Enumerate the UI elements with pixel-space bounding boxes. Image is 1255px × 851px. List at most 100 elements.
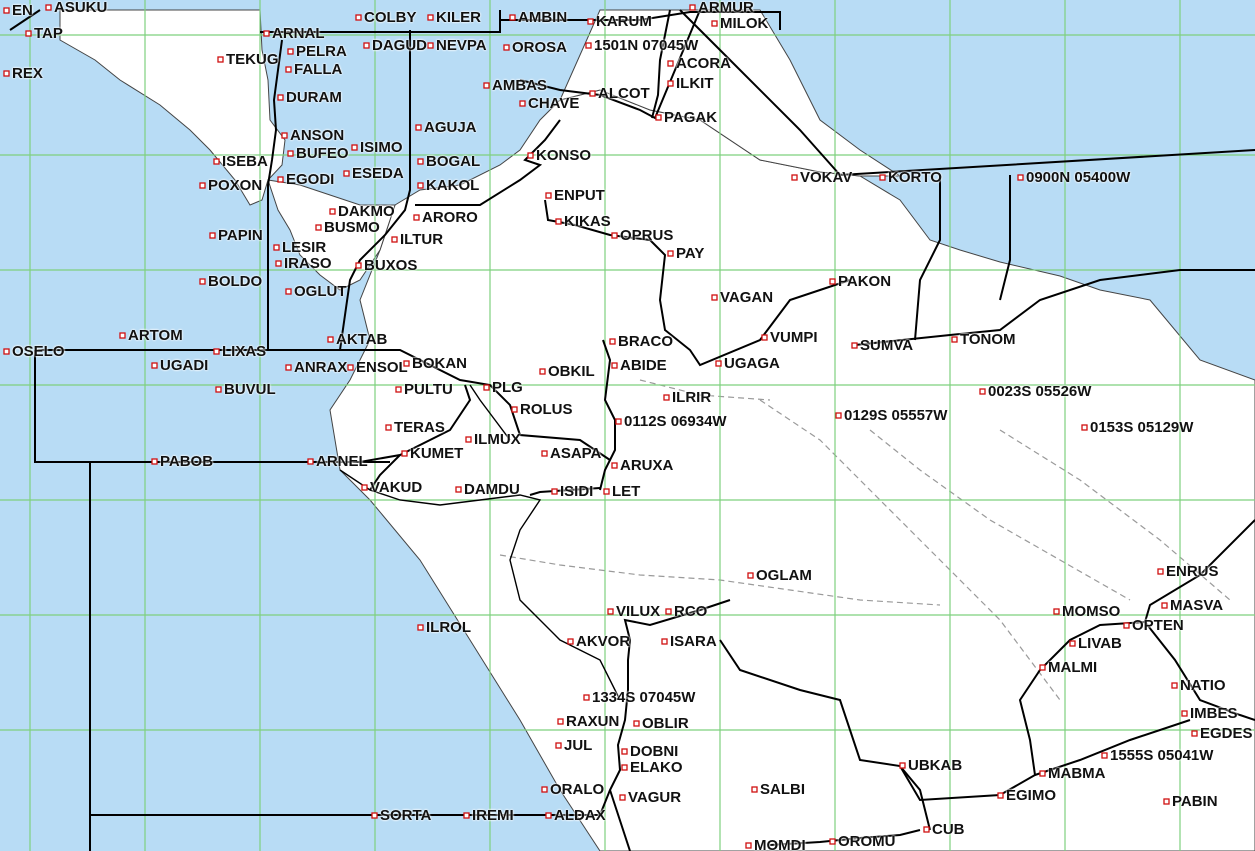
waypoint-label[interactable]: REX bbox=[12, 65, 43, 82]
waypoint-label[interactable]: JUL bbox=[564, 737, 593, 754]
waypoint-marker-icon[interactable] bbox=[829, 278, 836, 285]
waypoint-label[interactable]: ABIDE bbox=[620, 357, 667, 374]
waypoint-marker-icon[interactable] bbox=[483, 384, 490, 391]
waypoint-marker-icon[interactable] bbox=[689, 4, 696, 11]
waypoint-marker-icon[interactable] bbox=[607, 608, 614, 615]
waypoint-marker-icon[interactable] bbox=[455, 486, 462, 493]
waypoint-label[interactable]: EGODI bbox=[286, 171, 335, 188]
waypoint-marker-icon[interactable] bbox=[395, 386, 402, 393]
waypoint-marker-icon[interactable] bbox=[199, 278, 206, 285]
waypoint-marker-icon[interactable] bbox=[45, 4, 52, 11]
waypoint-marker-icon[interactable] bbox=[417, 158, 424, 165]
waypoint-label[interactable]: COLBY bbox=[364, 9, 417, 26]
waypoint-marker-icon[interactable] bbox=[1123, 622, 1130, 629]
waypoint-label[interactable]: 0112S 06934W bbox=[624, 413, 727, 430]
waypoint-label[interactable]: PAY bbox=[676, 245, 705, 262]
waypoint-label[interactable]: KUMET bbox=[410, 445, 464, 462]
waypoint-marker-icon[interactable] bbox=[1039, 770, 1046, 777]
waypoint-marker-icon[interactable] bbox=[463, 812, 470, 819]
waypoint-label[interactable]: CUB bbox=[932, 821, 965, 838]
waypoint-marker-icon[interactable] bbox=[417, 624, 424, 631]
waypoint-marker-icon[interactable] bbox=[751, 786, 758, 793]
waypoint-label[interactable]: PABIN bbox=[1172, 793, 1218, 810]
waypoint-marker-icon[interactable] bbox=[213, 348, 220, 355]
waypoint-label[interactable]: OBKIL bbox=[548, 363, 595, 380]
waypoint-marker-icon[interactable] bbox=[851, 342, 858, 349]
waypoint-label[interactable]: KORTO bbox=[888, 169, 942, 186]
waypoint-label[interactable]: POXON bbox=[208, 177, 263, 194]
waypoint-label[interactable]: ANRAX bbox=[294, 359, 348, 376]
waypoint-marker-icon[interactable] bbox=[791, 174, 798, 181]
waypoint-marker-icon[interactable] bbox=[3, 348, 10, 355]
waypoint-label[interactable]: BUXOS bbox=[364, 257, 418, 274]
waypoint-label[interactable]: ALCOT bbox=[598, 85, 650, 102]
waypoint-label[interactable]: IMBES bbox=[1190, 705, 1238, 722]
waypoint-marker-icon[interactable] bbox=[1181, 710, 1188, 717]
waypoint-label[interactable]: KIKAS bbox=[564, 213, 611, 230]
waypoint-label[interactable]: TAP bbox=[34, 25, 63, 42]
waypoint-marker-icon[interactable] bbox=[355, 262, 362, 269]
waypoint-marker-icon[interactable] bbox=[1157, 568, 1164, 575]
waypoint-label[interactable]: ENPUT bbox=[554, 187, 605, 204]
waypoint-marker-icon[interactable] bbox=[327, 336, 334, 343]
waypoint-marker-icon[interactable] bbox=[1171, 682, 1178, 689]
waypoint-label[interactable]: ASAPA bbox=[550, 445, 602, 462]
waypoint-marker-icon[interactable] bbox=[275, 260, 282, 267]
waypoint-label[interactable]: VAGAN bbox=[720, 289, 774, 306]
waypoint-marker-icon[interactable] bbox=[747, 572, 754, 579]
waypoint-marker-icon[interactable] bbox=[3, 70, 10, 77]
waypoint-marker-icon[interactable] bbox=[829, 838, 836, 845]
waypoint-marker-icon[interactable] bbox=[667, 60, 674, 67]
waypoint-marker-icon[interactable] bbox=[307, 458, 314, 465]
waypoint-label[interactable]: OPRUS bbox=[620, 227, 674, 244]
waypoint-marker-icon[interactable] bbox=[979, 388, 986, 395]
waypoint-marker-icon[interactable] bbox=[761, 334, 768, 341]
waypoint-marker-icon[interactable] bbox=[213, 158, 220, 165]
waypoint-marker-icon[interactable] bbox=[199, 182, 206, 189]
waypoint-marker-icon[interactable] bbox=[427, 42, 434, 49]
waypoint-marker-icon[interactable] bbox=[417, 182, 424, 189]
waypoint-marker-icon[interactable] bbox=[329, 208, 336, 215]
waypoint-marker-icon[interactable] bbox=[273, 244, 280, 251]
waypoint-marker-icon[interactable] bbox=[611, 362, 618, 369]
waypoint-label[interactable]: ILKIT bbox=[676, 75, 714, 92]
waypoint-marker-icon[interactable] bbox=[427, 14, 434, 21]
waypoint-label[interactable]: SALBI bbox=[760, 781, 805, 798]
waypoint-marker-icon[interactable] bbox=[711, 20, 718, 27]
waypoint-label[interactable]: VUMPI bbox=[770, 329, 818, 346]
waypoint-label[interactable]: PABOB bbox=[160, 453, 214, 470]
waypoint-label[interactable]: ILROL bbox=[426, 619, 471, 636]
waypoint-marker-icon[interactable] bbox=[587, 18, 594, 25]
waypoint-marker-icon[interactable] bbox=[413, 214, 420, 221]
waypoint-label[interactable]: ARORO bbox=[422, 209, 478, 226]
waypoint-label[interactable]: OPTEN bbox=[1132, 617, 1184, 634]
waypoint-label[interactable]: UGAGA bbox=[724, 355, 780, 372]
waypoint-label[interactable]: TEKUG bbox=[226, 51, 279, 68]
waypoint-label[interactable]: VILUX bbox=[616, 603, 661, 620]
waypoint-marker-icon[interactable] bbox=[287, 150, 294, 157]
waypoint-marker-icon[interactable] bbox=[217, 56, 224, 63]
waypoint-label[interactable]: PAPIN bbox=[218, 227, 263, 244]
waypoint-marker-icon[interactable] bbox=[619, 794, 626, 801]
waypoint-label[interactable]: RAXUN bbox=[566, 713, 620, 730]
waypoint-label[interactable]: AKTAB bbox=[336, 331, 388, 348]
waypoint-label[interactable]: AGUJA bbox=[424, 119, 477, 136]
waypoint-marker-icon[interactable] bbox=[879, 174, 886, 181]
waypoint-label[interactable]: ILRIR bbox=[672, 389, 712, 406]
waypoint-marker-icon[interactable] bbox=[555, 218, 562, 225]
waypoint-marker-icon[interactable] bbox=[209, 232, 216, 239]
waypoint-label[interactable]: 0900N 05400W bbox=[1026, 169, 1131, 186]
waypoint-label[interactable]: BRACO bbox=[618, 333, 673, 350]
waypoint-label[interactable]: ARMUR bbox=[698, 0, 754, 16]
waypoint-marker-icon[interactable] bbox=[555, 742, 562, 749]
waypoint-marker-icon[interactable] bbox=[541, 786, 548, 793]
waypoint-label[interactable]: NATIO bbox=[1180, 677, 1226, 694]
waypoint-label[interactable]: EGIMO bbox=[1006, 787, 1057, 804]
waypoint-marker-icon[interactable] bbox=[621, 748, 628, 755]
waypoint-marker-icon[interactable] bbox=[25, 30, 32, 37]
waypoint-label[interactable]: NEVPA bbox=[436, 37, 487, 54]
waypoint-marker-icon[interactable] bbox=[347, 364, 354, 371]
waypoint-label[interactable]: MILOK bbox=[720, 15, 769, 32]
waypoint-marker-icon[interactable] bbox=[667, 250, 674, 257]
waypoint-label[interactable]: TERAS bbox=[394, 419, 445, 436]
